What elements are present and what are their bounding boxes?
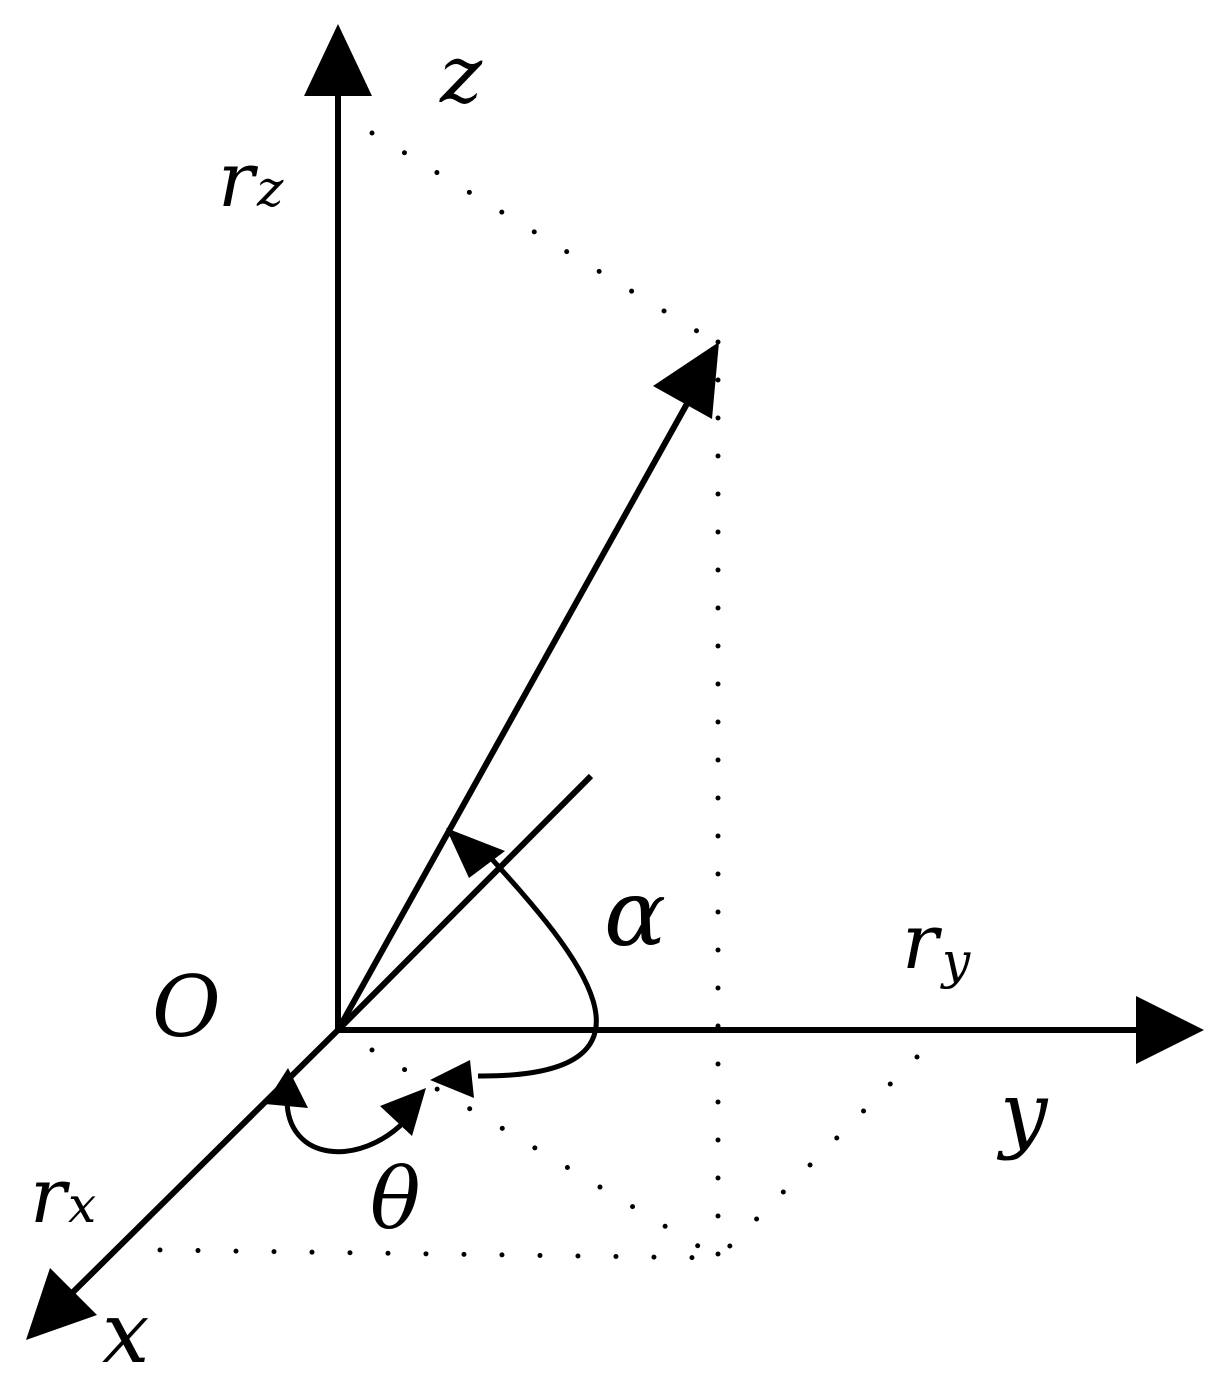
- rz-label-subscript: z: [256, 160, 284, 218]
- vector-r: [335, 342, 719, 1032]
- x-axis-arrowhead: [26, 1268, 97, 1340]
- z-axis-arrowhead: [304, 24, 372, 96]
- y-axis: [338, 996, 1204, 1064]
- ry-label-subscript: y: [940, 932, 971, 990]
- ry-projection-line: [715, 1054, 920, 1261]
- vector-r-arrowhead: [653, 342, 719, 419]
- xy-plane-diagonal-line: [369, 1047, 721, 1261]
- rz-projection-line: [369, 130, 718, 345]
- alpha-arc: [430, 828, 599, 1098]
- alpha-arc-path: [477, 846, 599, 1079]
- alpha-label: α: [604, 860, 666, 967]
- rz-label-r: r: [218, 135, 259, 224]
- vector-r-line: [335, 391, 696, 1032]
- rx-label-r: r: [30, 1151, 71, 1240]
- projection-lines: [157, 130, 920, 1261]
- x-axis-label: x: [102, 1284, 149, 1382]
- theta-arc-arrowhead-right: [380, 1088, 426, 1136]
- theta-arc: [265, 1068, 426, 1155]
- x-axis-back-extension: [335, 773, 594, 1033]
- theta-label: θ: [370, 1150, 421, 1248]
- rx-projection-line: [157, 1247, 721, 1261]
- ry-label-r: r: [902, 897, 943, 986]
- y-axis-arrowhead: [1136, 996, 1204, 1064]
- z-axis: [304, 24, 372, 1030]
- origin-label: O: [152, 958, 221, 1056]
- y-axis-label: y: [996, 1064, 1049, 1162]
- x-axis: [26, 1027, 341, 1340]
- alpha-arc-arrowhead-top: [446, 828, 505, 878]
- alpha-arc-arrowhead-bottom: [430, 1060, 474, 1098]
- z-axis-label: z: [439, 28, 483, 121]
- x-axis-line: [59, 1027, 341, 1306]
- theta-arc-path: [284, 1097, 408, 1155]
- rx-label-subscript: x: [68, 1176, 96, 1234]
- theta-arc-arrowhead-left: [265, 1068, 308, 1108]
